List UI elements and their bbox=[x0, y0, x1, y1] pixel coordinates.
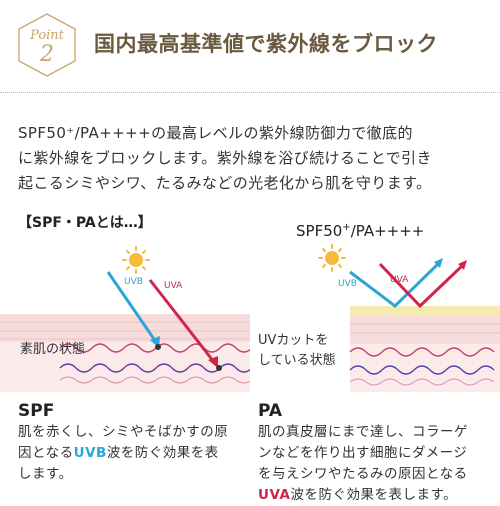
uvb-label: UVB bbox=[338, 279, 357, 289]
vessel-line bbox=[59, 376, 250, 384]
uvb-arrow bbox=[106, 271, 158, 343]
pa-description: 肌の真皮層にまで達し、コラーゲ ンなどを作り出す細胞にダメージ を与えシワやたる… bbox=[258, 424, 468, 503]
hexagon-icon bbox=[18, 13, 76, 77]
uva-arrow bbox=[148, 279, 216, 363]
uv-cut-layer bbox=[350, 306, 500, 316]
uva-highlight: UVA bbox=[258, 487, 291, 503]
uvb-arrow bbox=[349, 262, 440, 308]
point-badge: Point 2 bbox=[16, 12, 78, 78]
skin-cells bbox=[350, 323, 500, 334]
spf-description: 肌を赤くし、シミやそばかすの原 因となるUVB波を防ぐ効果を表 します。 bbox=[18, 424, 229, 482]
uvb-label: UVB bbox=[124, 277, 143, 287]
intro-line: SPF50⁺/PA++++の最高レベルの紫外線防御力で徹底的 bbox=[18, 124, 413, 142]
elastin-fiber bbox=[349, 365, 495, 375]
uvb-arrowhead bbox=[434, 258, 443, 268]
right-skin-diagram: UVB UVA bbox=[318, 244, 500, 392]
section-label: 【SPF・PAとは…】 bbox=[18, 215, 152, 231]
intro-text: SPF50⁺/PA++++の最高レベルの紫外線防御力で徹底的 に紫外線をブロック… bbox=[18, 121, 488, 196]
left-skin-diagram: UVB UVA bbox=[0, 246, 250, 392]
uva-label: UVA bbox=[164, 281, 183, 291]
uv-cut-caption: UVカットを している状態 bbox=[258, 333, 336, 368]
bare-skin-caption: 素肌の状態 bbox=[20, 342, 86, 357]
skin-cells bbox=[0, 321, 250, 340]
badge-number: 2 bbox=[40, 42, 54, 67]
pa-title: PA bbox=[258, 401, 283, 421]
intro-line: 起こるシミやシワ、たるみなどの光老化から肌を守ります。 bbox=[18, 174, 432, 192]
uvb-highlight: UVB bbox=[73, 445, 107, 461]
intro-line: に紫外線をブロックします。紫外線を浴び続けることで引き bbox=[18, 149, 432, 167]
skin-epidermis bbox=[350, 316, 500, 344]
uva-arrow bbox=[378, 262, 464, 309]
spf-title: SPF bbox=[18, 401, 55, 421]
vessel-line bbox=[349, 378, 495, 386]
skin-epidermis bbox=[0, 314, 250, 342]
uva-arrowhead bbox=[208, 356, 218, 368]
uva-arrowhead bbox=[458, 260, 467, 270]
sun-icon bbox=[318, 244, 346, 272]
uva-label: UVA bbox=[390, 275, 409, 285]
divider bbox=[0, 92, 500, 93]
collagen-fiber bbox=[349, 347, 495, 357]
right-diagram-title: SPF50+/PA++++ bbox=[296, 222, 425, 240]
damage-spot bbox=[155, 344, 161, 350]
damage-spot bbox=[216, 365, 222, 371]
sun-icon bbox=[122, 246, 150, 274]
badge-script: Point bbox=[30, 28, 64, 43]
page-title: 国内最高基準値で紫外線をブロック bbox=[94, 31, 438, 56]
